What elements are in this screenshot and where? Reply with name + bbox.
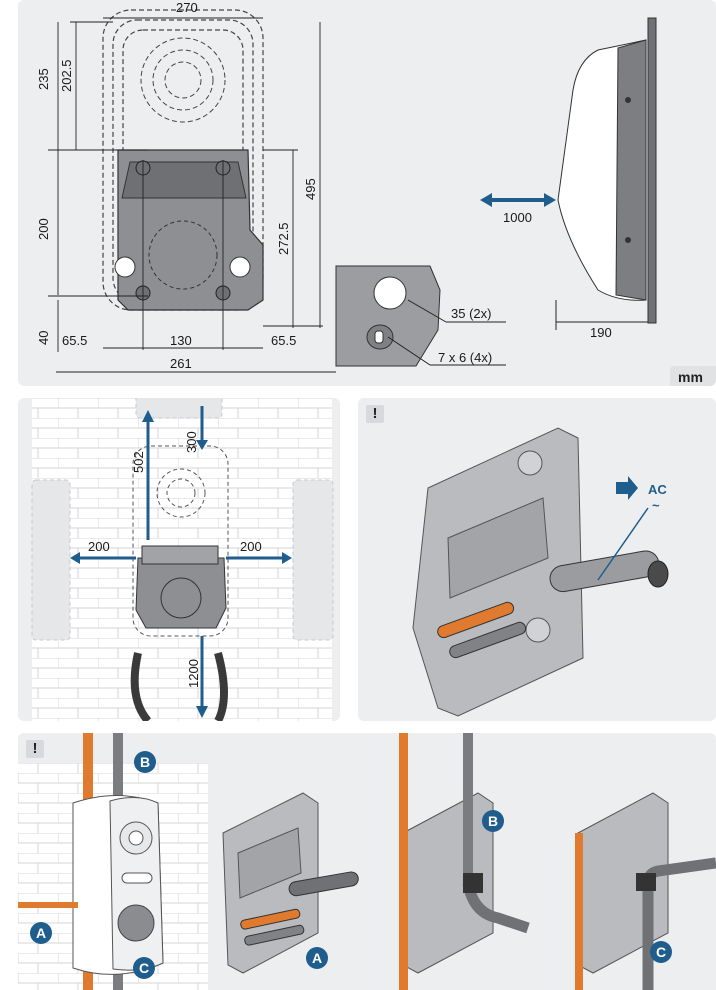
step-c-bracket: C [575,792,716,990]
clearance-panel: 502 300 200 200 1200 [18,398,340,721]
dim-130: 130 [170,333,192,348]
clearance-top: 502 [131,451,146,473]
ac-label: AC [648,482,667,497]
badge-a-2: A [312,950,322,966]
ac-cable-panel: ! AC ~ [358,398,716,721]
unit-label: mm [670,366,716,386]
dimension-drawing: 270 235 202.5 200 40 65.5 130 65.5 261 2… [36,0,657,373]
badge-c-1: C [139,960,149,976]
ac-cable-drawing: AC ~ [412,427,669,717]
install-steps-drawing: B A C A B C [18,733,716,990]
warning-icon: ! [366,405,384,423]
warning-icon-2: ! [26,740,44,758]
clearance-top-right: 300 [184,431,199,453]
dim-slot-7x6: 7 x 6 (4x) [438,350,492,365]
badge-a-1: A [36,925,46,941]
dimension-panel: 270 235 202.5 200 40 65.5 130 65.5 261 2… [18,0,716,386]
dim-clearance-1000: 1000 [503,210,532,225]
install-steps-panel: ! B A C A [18,733,716,990]
dim-65-5-right: 65.5 [271,333,296,348]
dim-hole-35: 35 (2x) [451,306,491,321]
clearance-bottom: 1200 [186,659,201,688]
dim-65-5-left: 65.5 [62,333,87,348]
badge-c-2: C [656,944,666,960]
clearance-drawing: 502 300 200 200 1200 [31,398,334,721]
badge-b-2: B [488,813,498,829]
dim-272-5: 272.5 [276,222,291,255]
dim-202-5: 202.5 [59,59,74,92]
dim-261: 261 [170,356,192,371]
dim-depth-190: 190 [590,325,612,340]
badge-b-1: B [140,754,150,770]
dim-235: 235 [36,68,51,90]
dim-width-top: 270 [176,0,198,15]
dim-40: 40 [36,331,51,345]
ac-tilde: ~ [652,498,660,513]
step-a-bracket: A [222,792,359,974]
dim-200: 200 [36,218,51,240]
dim-495: 495 [303,178,318,200]
clearance-right: 200 [240,539,262,554]
clearance-left: 200 [88,539,110,554]
step-b-bracket: B [399,733,530,990]
